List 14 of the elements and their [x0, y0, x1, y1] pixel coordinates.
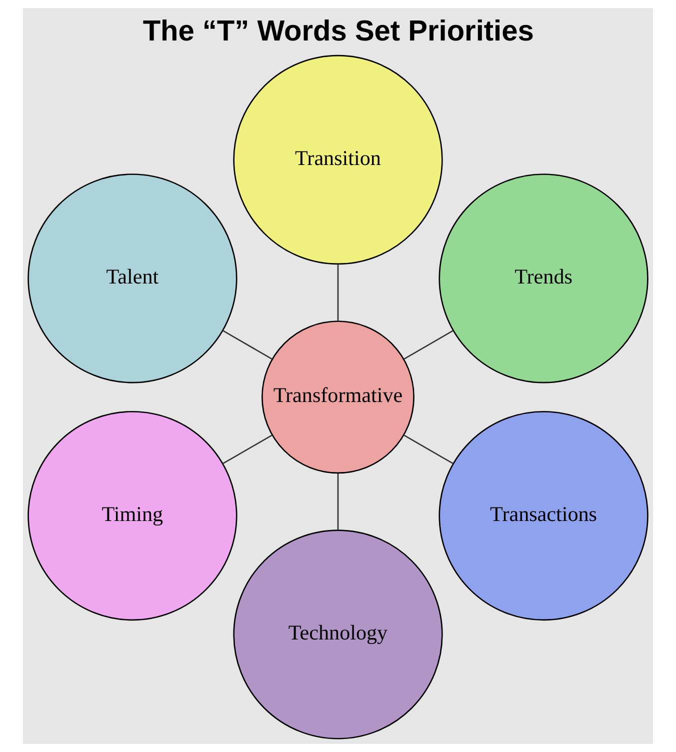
- node-circle: Talent: [28, 174, 238, 384]
- node-circle: Timing: [28, 410, 238, 621]
- node-circle: Trends: [438, 174, 648, 384]
- connector: [404, 434, 454, 464]
- node-circle: Technology: [233, 530, 443, 740]
- connector: [337, 474, 339, 530]
- connector: [337, 264, 339, 321]
- connector: [404, 330, 454, 360]
- connector: [222, 330, 272, 360]
- node-circle: Transformative: [262, 320, 414, 474]
- diagram-title: The “T” Words Set Priorities: [142, 16, 534, 48]
- connector: [222, 434, 272, 464]
- node-circle: Transition: [233, 54, 443, 265]
- node-circle: Transactions: [438, 410, 648, 621]
